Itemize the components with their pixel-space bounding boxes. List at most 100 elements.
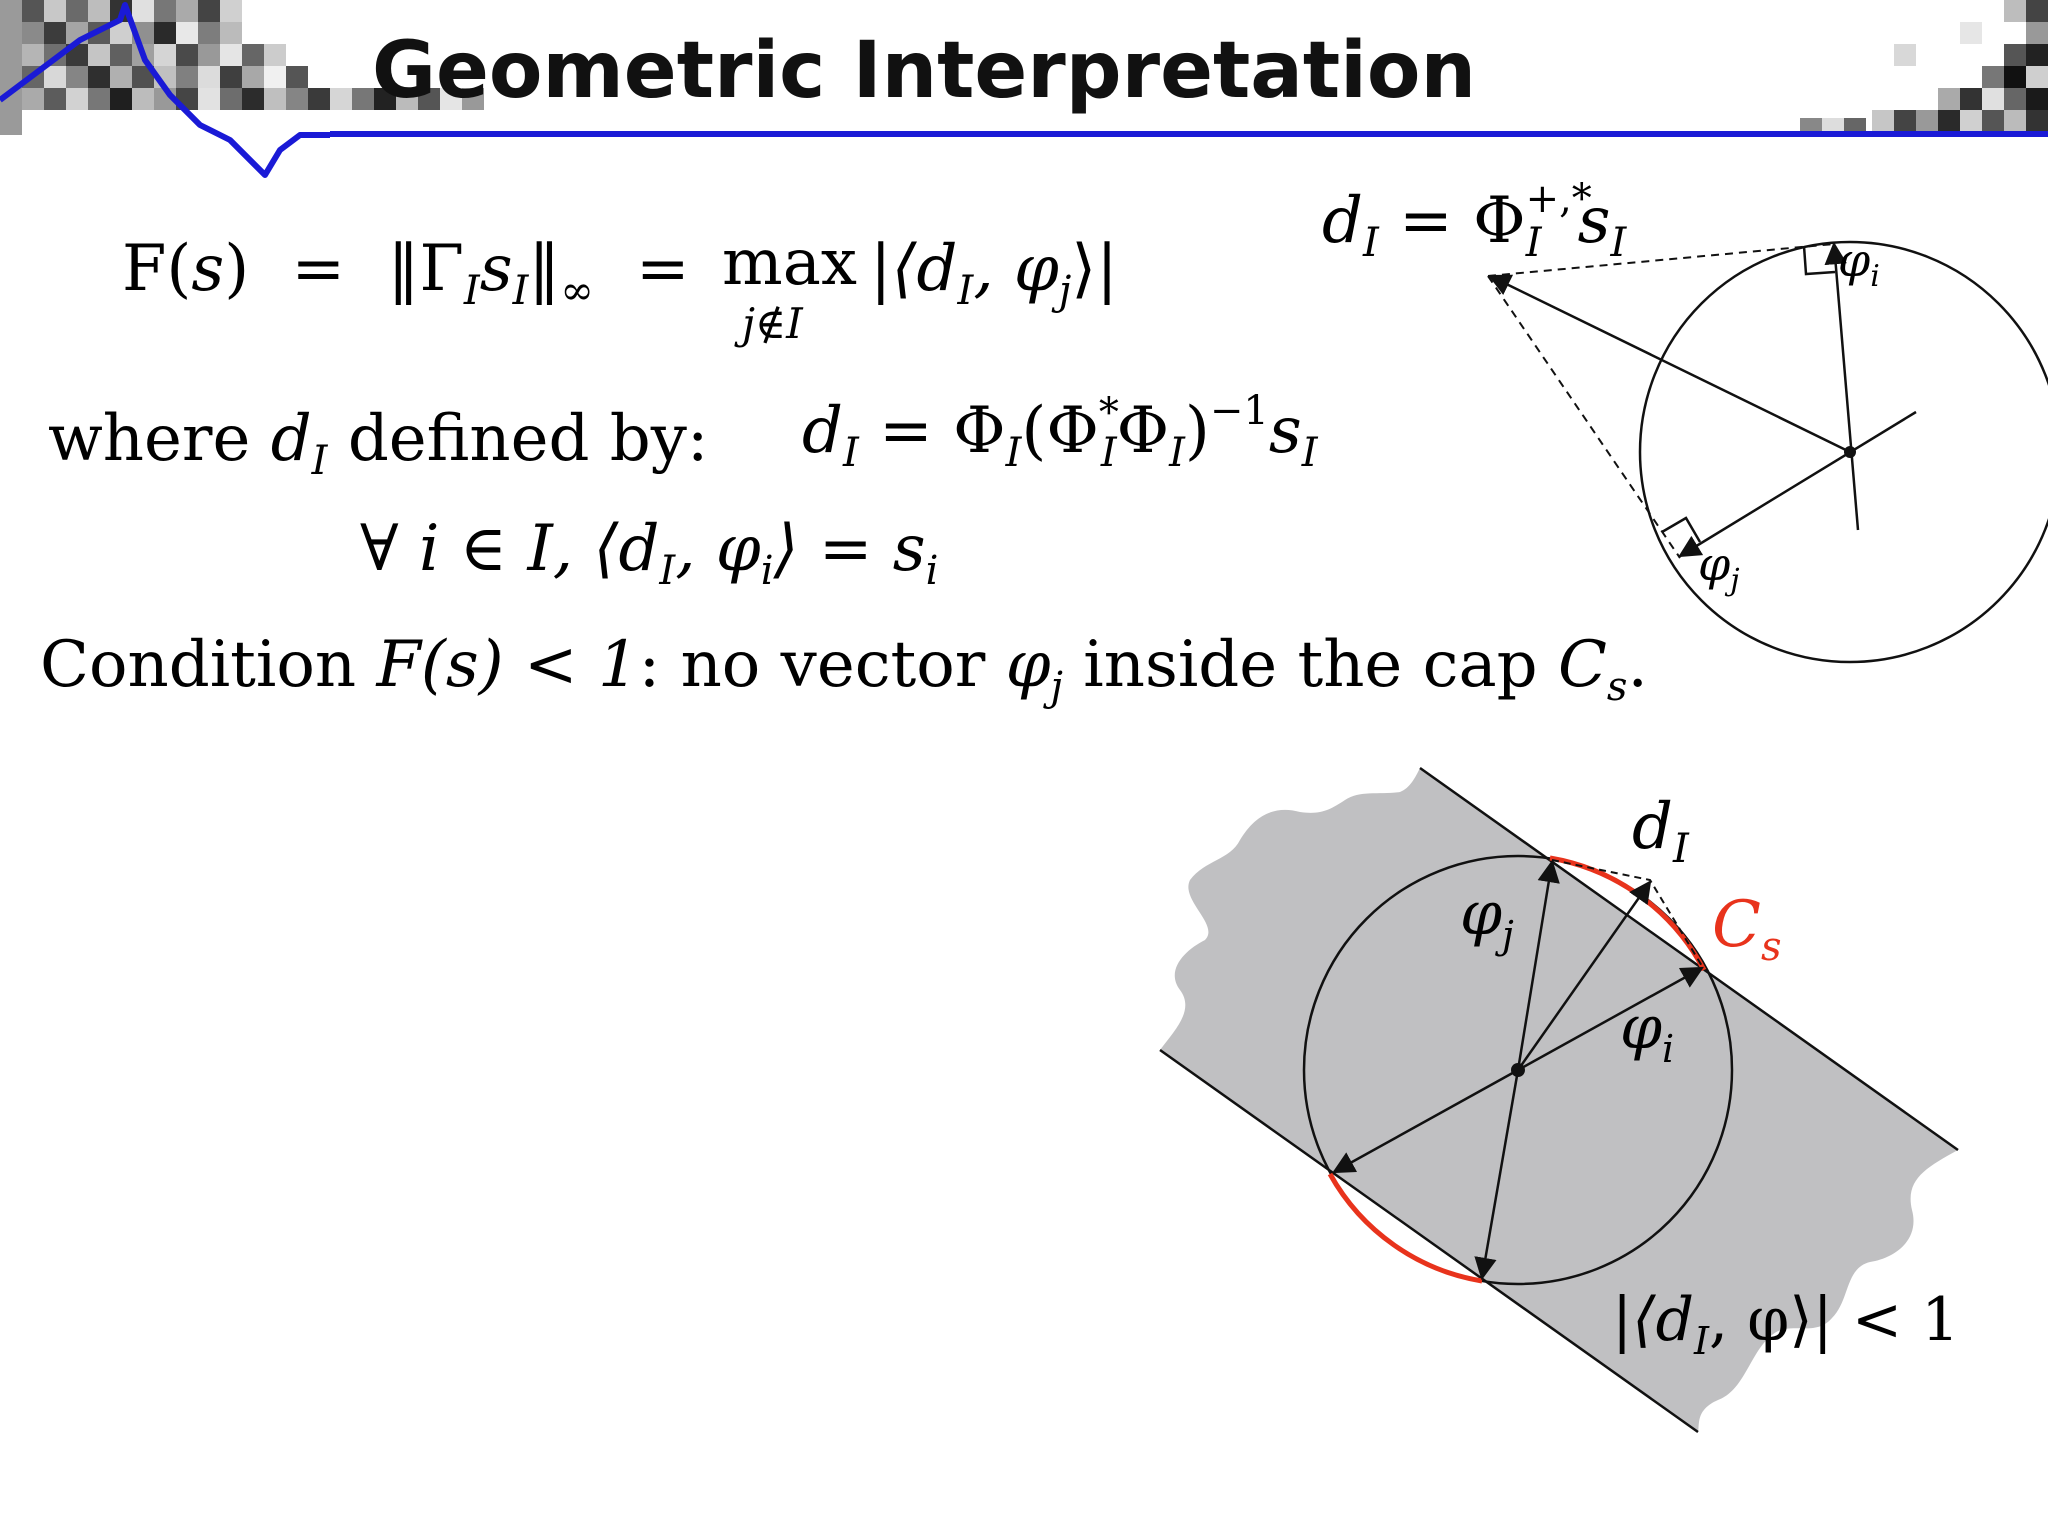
ddef-inv-sup: −1 <box>1210 388 1269 434</box>
formula-f-definition: F(s) = ‖ΓIsI‖∞ = max j∉I |⟨dI, φj⟩| <box>122 226 1118 348</box>
forall-s-sub: i <box>926 548 939 594</box>
cap-lower-arc <box>1327 1172 1483 1284</box>
top-label-d-main: d <box>1322 184 1363 258</box>
ddef-phi-sub: I <box>1005 430 1023 476</box>
f-rp: ) <box>224 232 249 306</box>
formula-where: where dI defined by: dI = ΦI(Φ*IΦI)−1sI <box>48 388 1319 484</box>
band-lower-edge <box>1159 1048 1699 1434</box>
ddef-star-sup: * <box>1099 390 1119 436</box>
bottom-label-phi-j-main: φ <box>1460 879 1502 949</box>
shaded-band <box>1160 768 1958 1432</box>
bottom-label-phi-i-main: φ <box>1620 993 1662 1063</box>
top-label-phi-i: φi <box>1838 233 1880 294</box>
top-right-angle-j <box>1661 516 1702 543</box>
blue-curve <box>0 2 330 178</box>
ddef-phi2-sub: I <box>1168 430 1186 476</box>
top-phi-i-vector <box>1824 241 1860 531</box>
slide-title: Geometric Interpretation <box>372 26 1476 116</box>
f-s-main: s <box>480 232 513 306</box>
bottom-label-d: dI <box>1632 790 1690 872</box>
bottom-d-vector <box>1516 880 1652 1071</box>
bottom-ineq-main: |⟨d <box>1612 1285 1694 1355</box>
top-dashed-tangent-j <box>1487 275 1681 559</box>
top-d-vector <box>1487 274 1851 454</box>
ddef-close: ) <box>1185 394 1210 468</box>
bottom-center-dot <box>1511 1063 1525 1077</box>
formula-condition: Condition F(s) < 1: no vector φj inside … <box>40 628 1648 710</box>
bottom-phi-i-vector <box>1517 966 1704 1072</box>
f-max-sub: j∉I <box>734 299 804 348</box>
ddef-s-sub: I <box>1301 430 1319 476</box>
cond-c: C <box>1558 628 1607 702</box>
top-center-dot <box>1844 446 1856 458</box>
svg-text:∀ i ∈ I, ⟨dI, φi⟩ = si: ∀ i ∈ I, ⟨dI, φi⟩ = si <box>360 512 938 594</box>
svg-text:F(s) = ‖ΓIsI‖∞: F(s) = ‖ΓIsI‖∞ = <box>122 232 690 320</box>
bottom-ineq-rest: , φ⟩| < 1 <box>1709 1285 1959 1355</box>
f-s: s <box>191 232 224 306</box>
where-suffix: defined by: <box>327 402 708 476</box>
cond-phi: φ <box>1006 628 1051 702</box>
svg-text:dI = ΦI(Φ*IΦI)−1sI: dI = ΦI(Φ*IΦI)−1sI <box>802 388 1319 476</box>
bottom-dashed-cap <box>1551 859 1703 967</box>
cond-prefix: Condition <box>40 628 376 702</box>
cond-suffix: inside the cap <box>1063 628 1558 702</box>
f-close: ⟩| <box>1071 232 1118 306</box>
ddef-eq: = Φ <box>859 394 1006 468</box>
top-label-s-sub: I <box>1609 220 1627 266</box>
formula-forall: ∀ i ∈ I, ⟨dI, φi⟩ = si <box>360 512 938 594</box>
forall-expr: ∀ i ∈ I, ⟨d <box>360 512 659 586</box>
cond-f: F(s) < 1 <box>375 628 638 702</box>
bottom-label-phi-j: φj <box>1460 879 1514 957</box>
ddef-paren: (Φ <box>1021 394 1098 468</box>
bottom-label-phi-i-sub: i <box>1662 1027 1674 1071</box>
top-circle <box>1638 240 2048 664</box>
bottom-circle <box>1302 854 1734 1286</box>
top-label-phi-i-main: φ <box>1838 233 1871 287</box>
top-label-eq: = Φ <box>1379 184 1526 258</box>
top-label-phi-sup: +,* <box>1526 176 1592 222</box>
bottom-phi-j-vector <box>1516 859 1560 1071</box>
diagram-bottom: dI Cs φj φi |⟨dI, φ⟩| < 1 <box>1159 766 1959 1434</box>
top-label-phi-i-sub: i <box>1870 259 1880 294</box>
top-label-d-sub: I <box>1362 220 1380 266</box>
f-max: max <box>722 226 857 300</box>
f-gamma-sub: I <box>463 268 481 314</box>
forall-mid: , φ <box>675 512 761 586</box>
logo-mosaic-left <box>0 0 484 135</box>
top-label-s: s <box>1578 184 1611 258</box>
ddef-s: s <box>1269 394 1302 468</box>
bottom-label-cap-sub: s <box>1761 924 1782 970</box>
top-label-phi-j-main: φ <box>1698 537 1731 591</box>
bottom-neg-phi-i-vector <box>1332 1068 1519 1174</box>
band-upper-edge <box>1419 766 1959 1152</box>
where-d-sub: I <box>311 438 329 484</box>
f-norm-close: ‖ <box>528 232 560 306</box>
f-abs-expr: |⟨d <box>870 232 958 306</box>
ddef-d: d <box>802 394 843 468</box>
f-norm-open: ‖Γ <box>388 232 464 306</box>
bottom-neg-phi-j-vector <box>1474 1069 1520 1281</box>
bottom-label-phi-i: φi <box>1620 993 1674 1071</box>
header-decoration <box>0 0 2048 178</box>
f-s-sub: I <box>512 268 530 314</box>
bottom-label-cap: Cs <box>1712 888 1782 970</box>
bottom-label-cap-main: C <box>1712 888 1761 962</box>
f-d-sub: I <box>957 268 975 314</box>
bottom-label-inequality: |⟨dI, φ⟩| < 1 <box>1612 1285 1959 1363</box>
f-eq1: = <box>292 232 346 306</box>
top-right-angle-i <box>1802 245 1836 276</box>
ddef-d-sub: I <box>842 430 860 476</box>
svg-text:Condition F(s) < 1: no vector: Condition F(s) < 1: no vector φj inside … <box>40 628 1648 710</box>
where-prefix: where <box>48 402 271 476</box>
f-lhs: F( <box>122 232 191 306</box>
ddef-star-sub: I <box>1100 430 1118 476</box>
f-eq2: = <box>636 232 690 306</box>
svg-text:where dI defined by:: where dI defined by: <box>48 402 708 484</box>
ddef-phi2: Φ <box>1117 394 1169 468</box>
forall-close: ⟩ = s <box>773 512 926 586</box>
bottom-ineq-sub: I <box>1693 1319 1710 1363</box>
svg-text:|⟨dI, φj⟩|: |⟨dI, φj⟩| <box>870 232 1118 314</box>
